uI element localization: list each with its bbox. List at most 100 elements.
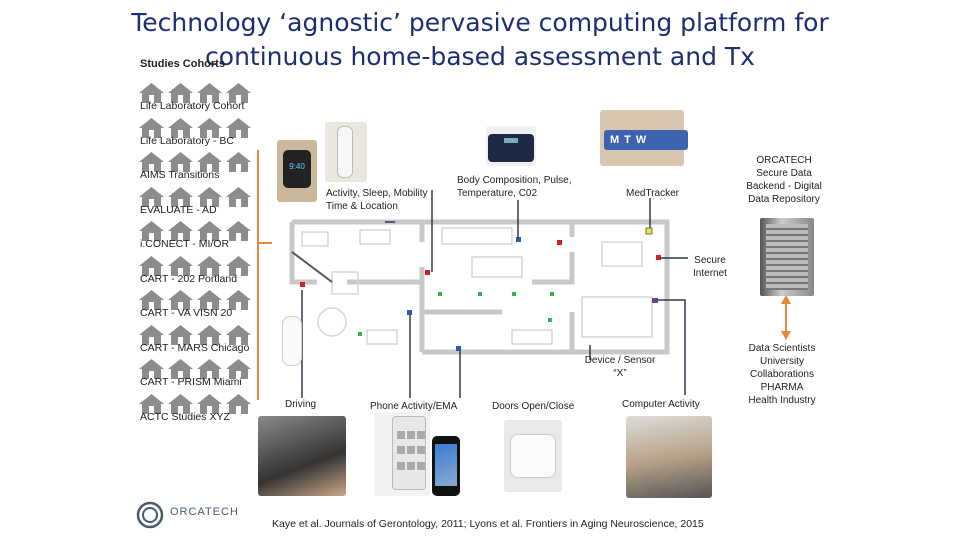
house-icon (138, 358, 165, 380)
cohort-label: Life Laboratory - BC (140, 134, 234, 147)
sensor-marker-blue (456, 346, 461, 351)
house-icon (225, 220, 252, 242)
driving-photo (258, 416, 346, 496)
cohort-bracket (257, 150, 262, 400)
device-sensor-label: Device / Sensor “X” (584, 355, 656, 379)
sensor-marker-green (478, 292, 482, 296)
phone-activity-label: Phone Activity/EMA (370, 401, 458, 412)
wearable-sensor-photo (325, 122, 367, 182)
house-icon (167, 151, 194, 173)
house-icon (138, 324, 165, 346)
body-composition-label: Body Composition, Pulse, Temperature, C0… (457, 175, 572, 199)
pillbox-letter: M (610, 134, 620, 146)
data-scientists-label: Data Scientists University Collaboration… (748, 343, 816, 406)
cohort-house-row (138, 255, 252, 277)
house-icon (138, 186, 165, 208)
orcatech-logo-text: ORCATECH (170, 506, 239, 518)
cohort-label: ACTC Studies XYZ (140, 410, 230, 423)
house-icon (196, 220, 223, 242)
doors-label: Doors Open/Close (492, 401, 575, 412)
driving-label: Driving (285, 399, 317, 410)
house-icon (225, 393, 252, 415)
cohort-label: i.CONECT - MI/OR (140, 238, 230, 250)
cohort-house-row (138, 82, 252, 104)
house-icon (196, 289, 223, 311)
sensor-marker-red (557, 240, 562, 245)
home-floor-plan (289, 219, 670, 355)
house-icon (225, 289, 252, 311)
house-icon (196, 151, 223, 173)
house-icon (167, 324, 194, 346)
house-icon (138, 289, 165, 311)
landline-phone-photo (374, 412, 430, 496)
house-icon (225, 324, 252, 346)
pillbox-letter: T (624, 134, 631, 146)
computer-user-photo (626, 416, 712, 498)
house-icon (196, 324, 223, 346)
cohort-house-row (138, 324, 252, 346)
sensor-marker-yellow (645, 227, 653, 235)
house-icon (167, 220, 194, 242)
computer-activity-label: Computer Activity (622, 399, 700, 410)
medtracker-label: MedTracker (626, 188, 679, 199)
sensor-marker-green (438, 292, 442, 296)
house-icon (167, 117, 194, 139)
cohort-label: CART - VA VISN 20 (140, 307, 233, 319)
orcatech-backend-label: ORCATECH Secure Data Backend - Digital D… (746, 155, 822, 205)
house-icon (196, 82, 223, 104)
pillbox-photo: M T W (600, 110, 688, 166)
studies-cohorts-header: Studies Cohorts (140, 58, 225, 70)
orcatech-logo: ORCATECH (136, 500, 239, 530)
house-icon (138, 393, 165, 415)
house-icon (225, 151, 252, 173)
house-icon (167, 289, 194, 311)
cohort-house-row (138, 289, 252, 311)
cohort-house-row (138, 393, 252, 415)
cohort-house-row (138, 151, 252, 173)
car-icon (282, 316, 302, 366)
activity-label: Activity, Sleep, Mobility Time & Locatio… (326, 188, 428, 212)
citation: Kaye et al. Journals of Gerontology, 201… (272, 518, 704, 530)
server-photo (760, 218, 814, 296)
smartwatch-photo: 9:40 (277, 140, 317, 202)
computer-leader (658, 299, 686, 395)
cohort-label: CART - 202 Portland (140, 272, 238, 285)
house-icon (225, 117, 252, 139)
cohort-label: Life Laboratory Cohort (140, 100, 245, 112)
sensor-marker-red (656, 255, 661, 260)
house-icon (225, 358, 252, 380)
house-icon (196, 255, 223, 277)
cohort-label: CART - PRISM Miami (140, 376, 242, 388)
house-icon (196, 358, 223, 380)
sensor-marker-red (425, 270, 430, 275)
house-icon (138, 151, 165, 173)
house-icon (225, 255, 252, 277)
cohort-house-row (138, 117, 252, 139)
orcatech-logo-mark (136, 501, 164, 529)
house-icon (225, 82, 252, 104)
slide-title-line2: continuous home-based assessment and Tx (205, 42, 755, 71)
sensor-marker-green (550, 292, 554, 296)
sensor-marker-green (358, 332, 362, 336)
door-sensor-photo (504, 420, 562, 492)
secure-internet-label: Secure Internet (693, 255, 727, 279)
cohort-label: CART - MARS Chicago (140, 341, 250, 354)
sensor-marker-red (300, 282, 305, 287)
cohort-house-row (138, 220, 252, 242)
house-icon (167, 255, 194, 277)
house-icon (225, 186, 252, 208)
sensor-marker-blue (516, 237, 521, 242)
cohort-label: EVALUATE - AD (140, 203, 217, 216)
house-icon (138, 117, 165, 139)
watch-time: 9:40 (289, 162, 305, 171)
sensor-marker-purple (652, 298, 658, 303)
slide-title-line1: Technology ‘agnostic’ pervasive computin… (131, 8, 829, 37)
house-icon (196, 117, 223, 139)
sensor-marker-blue (407, 310, 412, 315)
house-icon (138, 220, 165, 242)
house-icon (167, 186, 194, 208)
house-icon (196, 393, 223, 415)
